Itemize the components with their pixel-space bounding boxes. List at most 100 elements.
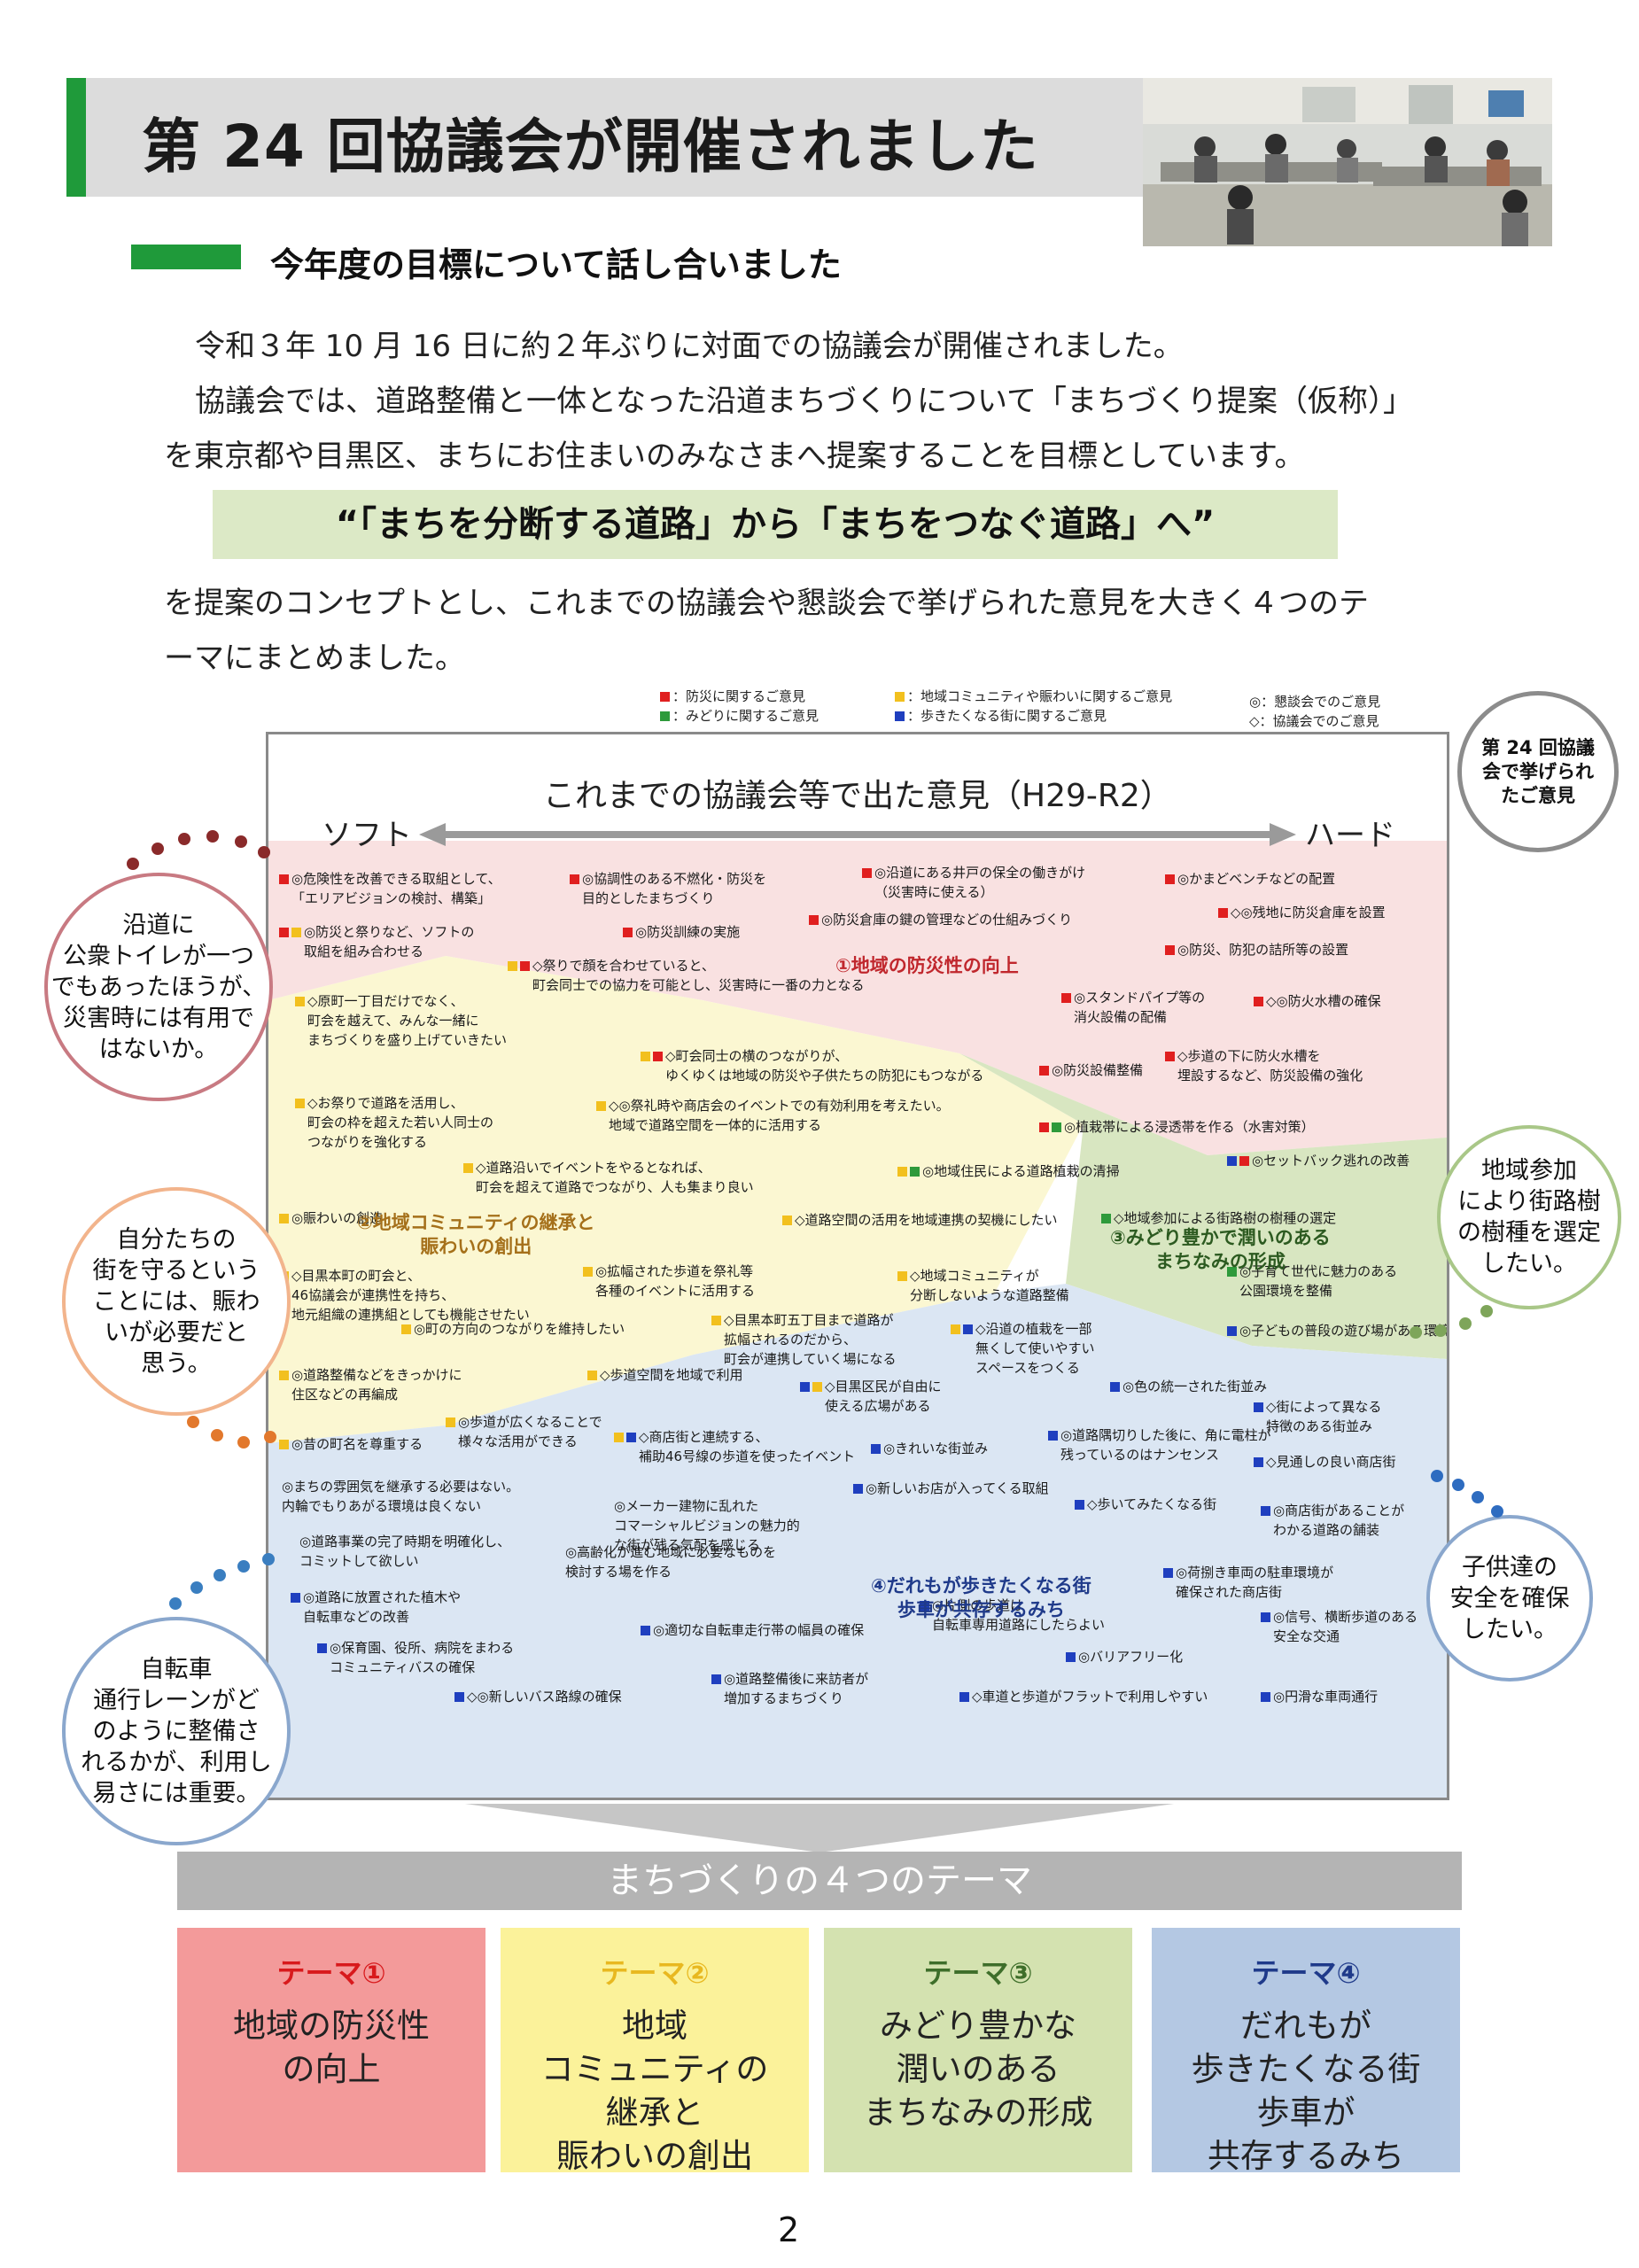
red-square-icon — [520, 961, 530, 971]
yellow-square-icon — [279, 1440, 289, 1449]
opinion-item: ◎円滑な車両通行 — [1261, 1687, 1378, 1706]
yellow-square-icon — [401, 1324, 411, 1334]
opinion-item: ◎道路に放置された植木や自転車などの改善 — [291, 1588, 461, 1627]
opinion-item: ◎危険性を改善できる取組として、「エリアビジョンの検討、構築」 — [279, 869, 501, 908]
red-square-icon — [279, 874, 289, 884]
opinion-item: ◎きれいな街並み — [871, 1439, 988, 1458]
theme-box-label: テーマ④ — [1251, 1956, 1361, 1990]
blue-square-icon — [1075, 1500, 1084, 1510]
opinion-item: ◎町の方向のつながりを維持したい — [401, 1319, 625, 1339]
intro-paragraph: 令和３年 10 月 16 日に約２年ぶりに対面での協議会が開催されました。 協議… — [164, 319, 1493, 484]
yellow-square-icon — [583, 1267, 593, 1277]
yellow-square-icon — [895, 692, 905, 702]
legend-group-2: ：地域コミュニティや賑わいに関するご意見 ：歩きたくなる街に関するご意見 — [895, 687, 1172, 726]
soft-hard-arrow-icon — [419, 823, 1296, 846]
opinion-item: ◎高齢化が進む地域に必要なものを検討する場を作る — [565, 1544, 777, 1580]
title-bar — [66, 78, 1143, 197]
themes-heading: まちづくりの４つのテーマ — [177, 1852, 1462, 1910]
opinion-item: ◎荷捌き車両の駐車環境が確保された商店街 — [1163, 1563, 1333, 1602]
yellow-square-icon — [463, 1163, 473, 1173]
yellow-square-icon — [587, 1371, 597, 1380]
blue-square-icon — [1254, 1457, 1263, 1467]
blue-square-icon — [1227, 1156, 1237, 1166]
blue-square-icon — [853, 1484, 863, 1494]
red-square-icon — [1039, 1066, 1049, 1076]
opinion-item: ◇◎残地に防災倉庫を設置 — [1218, 903, 1386, 922]
yellow-square-icon — [295, 997, 305, 1006]
red-square-icon — [1239, 1156, 1249, 1166]
opinion-item: ◇祭りで顔を合わせていると、町会同士での協力を可能とし、災害時に一番の力となる — [508, 956, 865, 995]
opinion-item: ◎適切な自転車走行帯の幅員の確保 — [641, 1620, 864, 1640]
red-square-icon — [279, 928, 289, 937]
opinion-item: ◎賑わいの創造 — [279, 1208, 383, 1228]
theme-box-label: テーマ② — [600, 1956, 710, 1990]
concept-line: を提案のコンセプトとし、これまでの協議会や懇談会で挙げられた意見を大きく４つのテ — [164, 586, 1369, 621]
opinion-item: ◎片側の歩道は自転車専用道路にしたらよい — [920, 1596, 1105, 1635]
legend-item: ◇：協議会でのご意見 — [1249, 713, 1379, 729]
theme-label-3: ③みどり豊かで潤いのある まちなみの形成 — [1110, 1227, 1331, 1272]
bubble-toilet: 沿道に 公衆トイレが一つ でもあったほうが、 災害時には有用で はないか。 — [44, 873, 273, 1101]
red-square-icon — [1061, 993, 1071, 1003]
concept-paragraph: を提案のコンセプトとし、これまでの協議会や懇談会で挙げられた意見を大きく４つのテ… — [164, 576, 1493, 686]
opinion-item: ◎道路整備後に来訪者が増加するまちづくり — [711, 1669, 868, 1708]
opinion-item: ◇目黒本町の町会と、46協議会が連携性を持ち、地元組織の連携組としても機能させた… — [279, 1266, 530, 1324]
section-subtitle: 今年度の目標について話し合いました — [270, 245, 842, 284]
opinion-item: ◎拡幅された歩道を祭礼等各種のイベントに活用する — [583, 1262, 755, 1301]
legend-group-3: ◎：懇談会でのご意見 ◇：協議会でのご意見 — [1249, 692, 1380, 731]
opinion-item: ◇見通しの良い商店街 — [1254, 1452, 1396, 1472]
axis-hard-label: ハード — [1305, 818, 1395, 853]
concept-banner: “「まちを分断する道路」から「まちをつなぐ道路」へ” — [213, 490, 1338, 559]
blue-square-icon — [1163, 1568, 1173, 1578]
red-square-icon — [1218, 908, 1228, 918]
blue-square-icon — [1254, 1402, 1263, 1412]
blue-square-icon — [895, 711, 905, 721]
opinion-item: ◎防災、防犯の詰所等の設置 — [1165, 940, 1348, 959]
blue-square-icon — [1261, 1612, 1270, 1622]
blue-square-icon — [920, 1601, 929, 1611]
bubble-children: 子供達の 安全を確保 したい。 — [1426, 1515, 1593, 1682]
blue-square-icon — [711, 1674, 721, 1684]
opinion-item: ◇歩道空間を地域で利用 — [587, 1365, 743, 1385]
theme-label-4: ④だれもが歩きたくなる街 歩車が共存するみち — [871, 1575, 1091, 1620]
yellow-square-icon — [291, 928, 301, 937]
opinion-item: ◎防災訓練の実施 — [623, 922, 740, 942]
opinion-item: ◇◎防火水槽の確保 — [1254, 991, 1381, 1011]
opinion-item: ◇街によって異なる特徴のある街並み — [1254, 1397, 1381, 1436]
opinion-item: ◎保育園、役所、病院をまわるコミュニティバスの確保 — [317, 1638, 514, 1677]
opinion-item: ◇沿道の植栽を一部無くして使いやすいスペースをつくる — [951, 1319, 1095, 1378]
yellow-square-icon — [897, 1271, 907, 1281]
red-square-icon — [809, 915, 819, 925]
opinion-item: ◎新しいお店が入ってくる取組 — [853, 1479, 1049, 1498]
yellow-square-icon — [596, 1101, 606, 1111]
red-square-icon — [1254, 997, 1263, 1006]
red-square-icon — [1165, 945, 1175, 955]
legend-item: ：防災に関するご意見 — [660, 687, 819, 706]
red-square-icon — [623, 928, 633, 937]
red-square-icon — [862, 868, 872, 878]
legend-item: ◎：懇談会でのご意見 — [1249, 694, 1381, 710]
opinion-item: ◎協調性のある不燃化・防災を目的としたまちづくり — [570, 869, 766, 908]
yellow-square-icon — [614, 1433, 624, 1442]
blue-square-icon — [963, 1324, 973, 1334]
opinions-figure: これまでの協議会等で出た意見（H29-R2） ソフト ハード ◎危険性を改善でき… — [266, 732, 1449, 1800]
green-square-icon — [660, 711, 670, 721]
theme-box-text: 地域 コミュニティの 継承と 賑わいの創出 — [540, 2007, 769, 2175]
blue-square-icon — [291, 1593, 300, 1603]
opinion-item: ◇お祭りで道路を活用し、町会の枠を超えた若い人同士のつながりを強化する — [295, 1093, 493, 1152]
blue-square-icon — [1227, 1326, 1237, 1336]
legend-item: ：地域コミュニティや賑わいに関するご意見 — [895, 687, 1172, 706]
blue-square-icon — [871, 1444, 881, 1454]
opinion-item: ◎スタンドパイプ等の消火設備の配備 — [1061, 988, 1205, 1027]
opinion-item: ◇商店街と連続する、補助46号線の歩道を使ったイベント — [614, 1427, 855, 1466]
bubble-trees: 地域参加 により街路樹 の樹種を選定 したい。 — [1437, 1125, 1621, 1309]
opinion-item: ◎色の統一された街並み — [1110, 1377, 1267, 1396]
opinion-item: ◎地域住民による道路植栽の清掃 — [897, 1161, 1120, 1181]
yellow-square-icon — [812, 1382, 822, 1392]
opinion-item: ◇地域コミュニティが分断しないような道路整備 — [897, 1266, 1069, 1305]
yellow-square-icon — [711, 1316, 721, 1325]
yellow-square-icon — [508, 961, 517, 971]
opinion-item: ◎防災設備整備 — [1039, 1060, 1143, 1080]
blue-square-icon — [317, 1643, 327, 1653]
green-square-icon — [910, 1167, 920, 1177]
opinion-item: ◎道路隅切りした後に、角に電柱が残っているのはナンセンス — [1048, 1425, 1271, 1464]
